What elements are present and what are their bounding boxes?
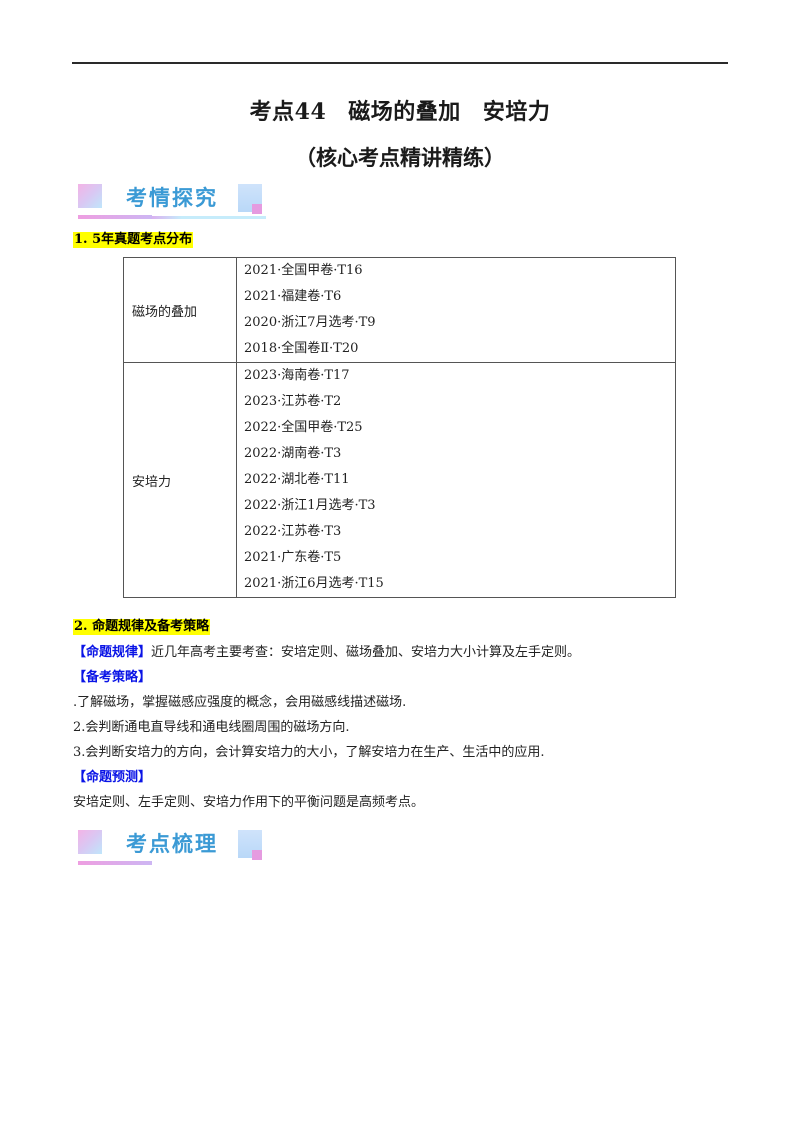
strategy-label-line: 【备考策略】 (73, 668, 151, 688)
exam-item: 2021·福建卷·T6 (244, 289, 342, 304)
title-topic-1: 磁场的叠加 (348, 99, 461, 125)
topic-cell: 安培力 (123, 362, 237, 598)
exam-item: 2022·湖南卷·T3 (244, 446, 342, 461)
banner-label: 考点梳理 (126, 832, 218, 856)
banner-underline-accent (78, 861, 152, 865)
exam-item: 2020·浙江7月选考·T9 (244, 315, 376, 330)
exam-item: 2023·海南卷·T17 (244, 368, 350, 383)
table-row: 安培力 2023·海南卷·T17 2023·江苏卷·T2 2022·全国甲卷·T… (123, 362, 676, 598)
exam-distribution-table: 磁场的叠加 2021·全国甲卷·T16 2021·福建卷·T6 2020·浙江7… (123, 257, 676, 598)
rule-text: 近几年高考主要考查：安培定则、磁场叠加、安培力大小计算及左手定则。 (151, 645, 581, 660)
forecast-label-line: 【命题预测】 (73, 768, 151, 788)
banner-underline-accent (78, 215, 152, 219)
page-title: 考点44 磁场的叠加安培力 (0, 94, 800, 126)
topic-cell: 磁场的叠加 (123, 257, 237, 363)
exam-item: 2018·全国卷Ⅱ·T20 (244, 341, 359, 356)
banner-label: 考情探究 (126, 186, 218, 210)
strategy-item: .了解磁场，掌握磁感应强度的概念，会用磁感线描述磁场. (73, 695, 407, 710)
exam-item: 2022·全国甲卷·T25 (244, 420, 363, 435)
title-topic-number: 考点44 (249, 99, 327, 125)
exam-item: 2022·江苏卷·T3 (244, 524, 342, 539)
banner-decoration-square-icon (78, 830, 102, 854)
items-cell: 2023·海南卷·T17 2023·江苏卷·T2 2022·全国甲卷·T25 2… (236, 362, 676, 598)
section-heading-5yr-distribution: 1. 5年真题考点分布 (73, 232, 194, 248)
banner-underline (78, 216, 266, 219)
exam-item: 2021·广东卷·T5 (244, 550, 342, 565)
section-heading-rules-strategy: 2. 命题规律及备考策略 (73, 619, 211, 635)
rule-paragraph: 【命题规律】近几年高考主要考查：安培定则、磁场叠加、安培力大小计算及左手定则。 (73, 643, 580, 663)
exam-item: 2022·湖北卷·T11 (244, 472, 350, 487)
rule-label: 【命题规律】 (73, 645, 152, 660)
page-subtitle: （核心考点精讲精练） (295, 145, 505, 170)
table-row: 磁场的叠加 2021·全国甲卷·T16 2021·福建卷·T6 2020·浙江7… (123, 257, 676, 363)
exam-item: 2023·江苏卷·T2 (244, 394, 342, 409)
banner-decoration-square-icon (78, 184, 102, 208)
exam-item: 2021·全国甲卷·T16 (244, 263, 363, 278)
strategy-item: 3.会判断安培力的方向，会计算安培力的大小，了解安培力在生产、生活中的应用. (73, 745, 545, 760)
strategy-item: 2.会判断通电直导线和通电线圈周围的磁场方向. (73, 720, 350, 735)
section-banner-key-points: 考点梳理 (72, 826, 272, 872)
exam-item: 2021·浙江6月选考·T15 (244, 576, 384, 591)
items-cell: 2021·全国甲卷·T16 2021·福建卷·T6 2020·浙江7月选考·T9… (236, 257, 676, 363)
banner-decoration-accent-icon (252, 204, 262, 214)
banner-decoration-accent-icon (252, 850, 262, 860)
header-rule (72, 62, 728, 64)
section-banner-exam-analysis: 考情探究 (72, 180, 272, 226)
title-topic-2: 安培力 (482, 99, 551, 125)
forecast-label: 【命题预测】 (73, 770, 152, 785)
forecast-text: 安培定则、左手定则、安培力作用下的平衡问题是高频考点。 (73, 795, 425, 810)
exam-item: 2022·浙江1月选考·T3 (244, 498, 376, 513)
strategy-label: 【备考策略】 (73, 670, 152, 685)
